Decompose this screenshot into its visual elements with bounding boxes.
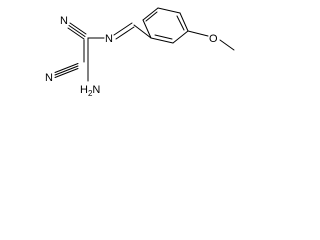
amine-label: H2N (80, 84, 100, 98)
chemical-structure-drawing: N N N H2N O (45, 7, 235, 98)
c1-c2-double-bond (83, 37, 89, 65)
aryl-oxygen-bond (187, 30, 209, 37)
imine-double-bond (113, 22, 135, 40)
benzene-ring (142, 7, 189, 44)
top-nitrile-bond (67, 22, 87, 40)
oxygen-label: O (209, 33, 218, 45)
nitrile-n-top-label: N (60, 15, 68, 27)
ch-aryl-bond (133, 24, 152, 39)
oxygen-methyl-bond (219, 39, 235, 51)
bottom-nitrile-bond (54, 63, 79, 78)
imine-n-label: N (105, 33, 113, 45)
nitrile-n-bottom-label: N (45, 72, 53, 84)
structure-canvas: N N N H2N O (0, 0, 254, 119)
